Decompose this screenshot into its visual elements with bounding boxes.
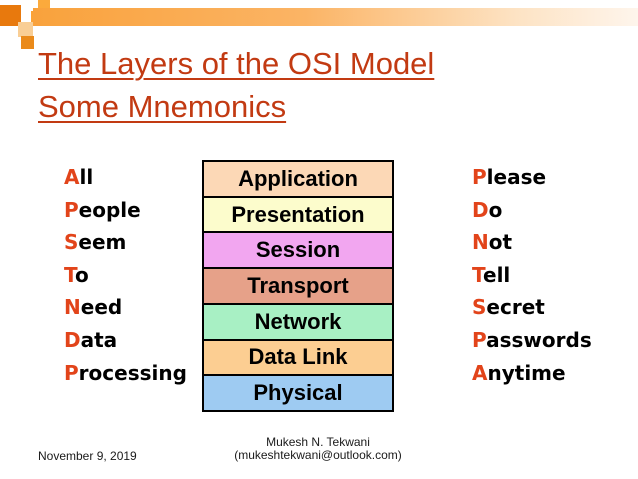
list-item: Tell	[472, 259, 592, 292]
title-line-1: The Layers of the OSI Model	[38, 46, 435, 81]
mnemonic-initial: A	[472, 360, 488, 385]
mnemonic-rest: nytime	[487, 360, 566, 385]
list-item: Passwords	[472, 324, 592, 357]
mnemonic-rest: ot	[488, 230, 513, 255]
title-line-2: Some Mnemonics	[38, 89, 287, 124]
osi-layer-stack: Application Presentation Session Transpo…	[202, 160, 394, 412]
mnemonic-rest: o	[75, 262, 89, 287]
mnemonic-rest: rocessing	[78, 360, 187, 385]
mnemonic-rest: ell	[483, 262, 511, 287]
mnemonic-initial: S	[64, 230, 79, 255]
list-item: Not	[472, 226, 592, 259]
mnemonic-initial: P	[472, 327, 487, 352]
osi-layer-label: Presentation	[231, 201, 365, 227]
list-item: People	[64, 194, 187, 227]
mnemonic-rest: lease	[486, 165, 547, 189]
deco-square-small-icon	[21, 36, 34, 49]
mnemonic-initial: T	[472, 262, 483, 287]
list-item: Processing	[64, 357, 187, 390]
mnemonic-rest: ll	[79, 165, 94, 189]
list-item: Secret	[472, 291, 592, 324]
mnemonic-initial: P	[64, 360, 79, 385]
list-item: Data	[64, 324, 187, 357]
mnemonic-initial: T	[64, 262, 75, 287]
mnemonic-rest: o	[488, 197, 503, 222]
osi-layer-physical: Physical	[204, 376, 392, 411]
right-mnemonic-list: Please Do Not Tell Secret Passwords Anyt…	[472, 161, 592, 389]
osi-layer-label: Physical	[253, 380, 343, 406]
mnemonic-initial: N	[472, 230, 489, 255]
mnemonic-initial: N	[64, 295, 81, 320]
mnemonic-initial: D	[64, 327, 81, 352]
mnemonic-initial: S	[472, 295, 487, 320]
osi-layer-transport: Transport	[204, 269, 392, 305]
deco-square-large-icon	[0, 5, 21, 26]
osi-layer-label: Session	[255, 237, 341, 263]
list-item: Please	[472, 161, 592, 194]
mnemonic-initial: A	[64, 165, 80, 189]
osi-layer-presentation: Presentation	[204, 197, 392, 234]
osi-layer-network: Network	[204, 304, 392, 341]
mnemonic-rest: asswords	[486, 327, 592, 352]
list-item: Anytime	[472, 357, 592, 390]
mnemonic-initial: P	[64, 197, 79, 222]
mnemonic-initial: D	[472, 197, 489, 222]
footer-author-email: (mukeshtekwani@outlook.com)	[234, 448, 402, 462]
osi-layer-label: Data Link	[248, 344, 348, 370]
mnemonic-rest: eed	[80, 295, 123, 320]
list-item: Need	[64, 291, 187, 324]
footer-author-name: Mukesh N. Tekwani	[266, 435, 370, 449]
osi-layer-datalink: Data Link	[204, 340, 392, 377]
osi-layer-label: Network	[254, 308, 342, 334]
mnemonic-rest: eem	[78, 230, 127, 255]
mnemonic-initial: P	[472, 165, 487, 189]
mnemonic-rest: ata	[80, 327, 118, 352]
list-item: To	[64, 259, 187, 292]
mnemonic-rest: ecret	[486, 295, 545, 320]
left-mnemonic-list: All People Seem To Need Data Processing	[64, 161, 187, 389]
osi-layer-application: Application	[204, 162, 392, 198]
mnemonic-rest: eople	[78, 197, 141, 222]
deco-square-pale-icon	[18, 22, 33, 37]
osi-layer-session: Session	[204, 233, 392, 270]
list-item: Do	[472, 194, 592, 227]
footer-date: November 9, 2019	[38, 449, 137, 463]
deco-gradient-bar	[33, 8, 638, 26]
osi-layer-label: Application	[238, 165, 358, 191]
osi-layer-label: Transport	[247, 273, 349, 299]
footer-author: Mukesh N. Tekwani (mukeshtekwani@outlook…	[198, 436, 438, 462]
list-item: Seem	[64, 226, 187, 259]
list-item: All	[64, 161, 187, 194]
slide-title: The Layers of the OSI Model Some Mnemoni…	[38, 42, 613, 128]
